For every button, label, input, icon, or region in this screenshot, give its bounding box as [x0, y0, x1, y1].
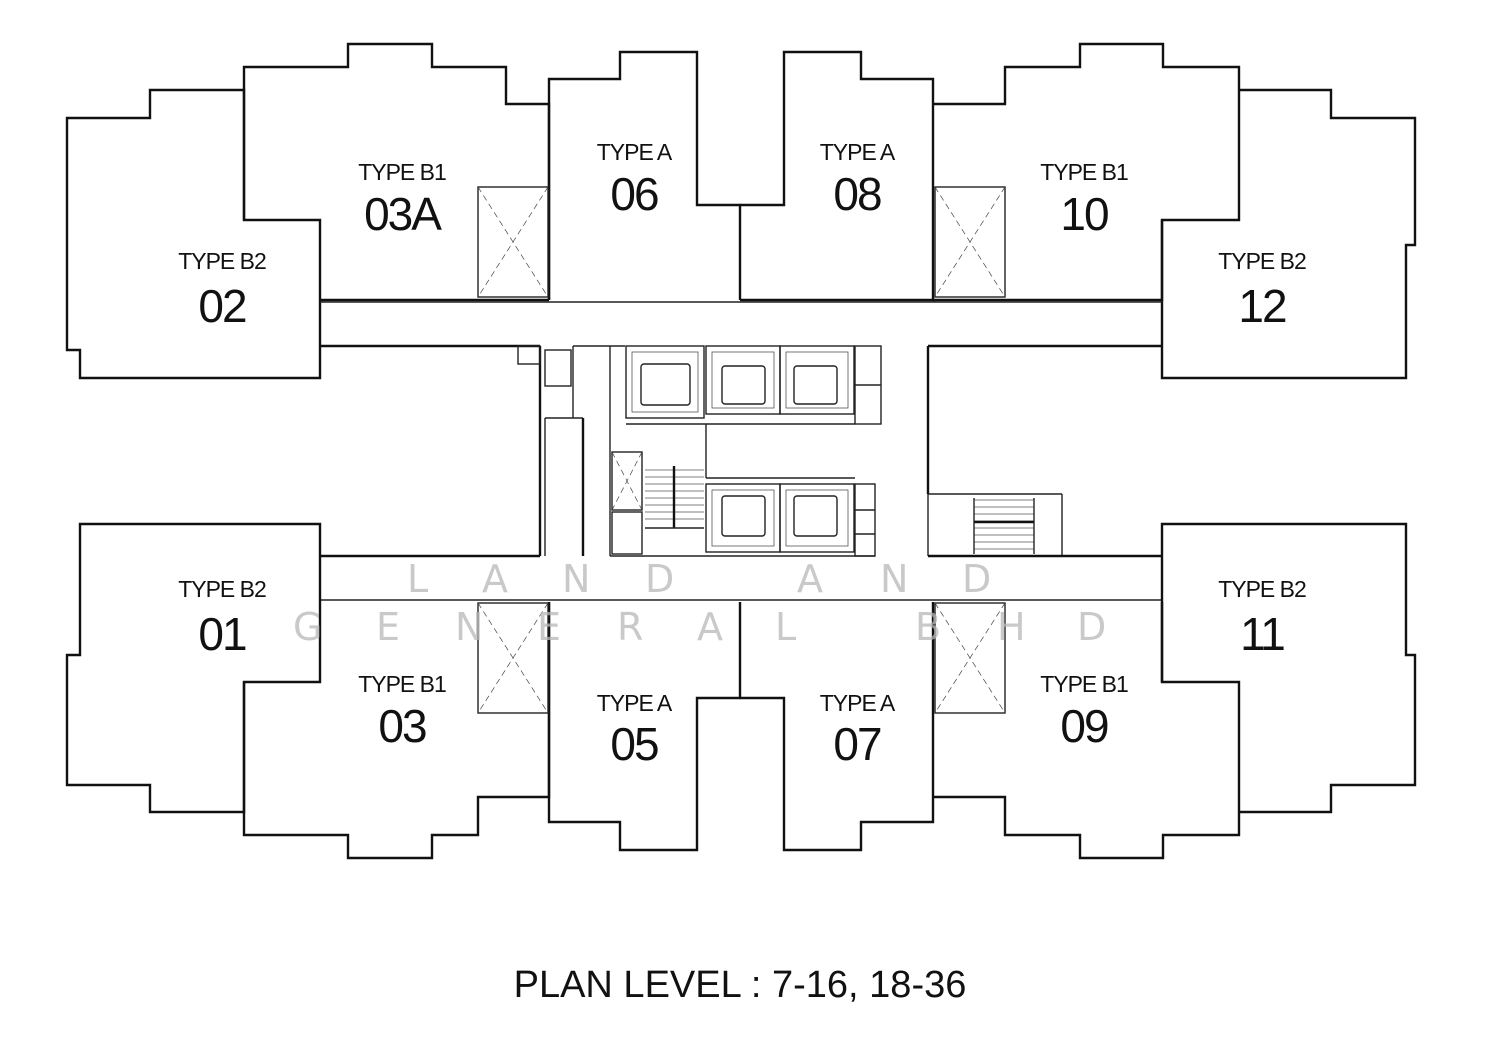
unit-type-label: TYPE A — [820, 690, 896, 716]
watermark-letter: L — [407, 557, 428, 601]
stair-left — [645, 466, 704, 529]
unit-08-outline — [740, 50, 935, 302]
corridor-bottom — [320, 554, 1162, 601]
watermark-letter: B — [915, 605, 941, 649]
unit-01-label: TYPE B2 01 — [178, 576, 267, 660]
watermark-letter: N — [880, 557, 908, 601]
watermark-letter: A — [797, 557, 823, 601]
unit-type-label: TYPE B2 — [1218, 576, 1306, 602]
unit-02-label: TYPE B2 02 — [178, 248, 267, 332]
unit-03-outline — [242, 602, 551, 860]
unit-09-outline — [933, 602, 1241, 860]
unit-10-label: TYPE B1 10 — [1040, 159, 1129, 240]
watermark: L A N D A N D G E N E R A L B H D — [293, 557, 1106, 649]
unit-type-label: TYPE B2 — [178, 248, 266, 274]
unit-05-outline — [547, 602, 742, 852]
plan-level-caption: PLAN LEVEL : 7-16, 18-36 — [514, 964, 967, 1006]
void-bottom-left — [477, 602, 549, 714]
watermark-letter: A — [482, 557, 508, 601]
unit-number: 03 — [378, 700, 426, 752]
watermark-letter: D — [1077, 605, 1106, 649]
unit-number: 12 — [1238, 280, 1286, 332]
unit-number: 01 — [198, 608, 246, 660]
unit-type-label: TYPE A — [597, 139, 673, 165]
unit-type-label: TYPE A — [820, 139, 896, 165]
unit-type-label: TYPE B2 — [178, 576, 266, 602]
unit-number: 07 — [833, 718, 881, 770]
stair-right — [973, 498, 1035, 554]
void-bottom-right — [934, 602, 1006, 714]
watermark-letter: L — [775, 605, 796, 649]
unit-12-outline — [1160, 88, 1417, 380]
unit-11-outline — [1160, 522, 1417, 814]
unit-05-label: TYPE A 05 — [597, 690, 674, 770]
unit-08-label: TYPE A 08 — [820, 139, 897, 220]
unit-type-label: TYPE B2 — [1218, 248, 1306, 274]
watermark-letter: G — [293, 605, 322, 649]
unit-number: 10 — [1060, 188, 1108, 240]
unit-11-label: TYPE B2 11 — [1218, 576, 1307, 660]
unit-number: 06 — [610, 168, 658, 220]
void-top-left — [477, 186, 549, 298]
unit-type-label: TYPE B1 — [1040, 159, 1128, 185]
unit-02-outline — [65, 88, 322, 380]
corridor-top — [320, 301, 1162, 348]
unit-06-label: TYPE A 06 — [597, 139, 674, 220]
void-top-right — [934, 186, 1006, 298]
watermark-letter: N — [455, 605, 483, 649]
unit-number: 03A — [364, 188, 442, 240]
watermark-letter: D — [962, 557, 991, 601]
unit-07-outline — [740, 602, 935, 852]
watermark-letter: E — [537, 605, 561, 649]
unit-12-label: TYPE B2 12 — [1218, 248, 1307, 332]
unit-number: 02 — [198, 280, 246, 332]
unit-type-label: TYPE B1 — [358, 671, 446, 697]
watermark-letter: N — [562, 557, 590, 601]
watermark-letter: R — [617, 605, 643, 649]
watermark-letter: D — [645, 557, 674, 601]
unit-06-outline — [547, 50, 742, 300]
watermark-letter: E — [376, 605, 400, 649]
unit-09-label: TYPE B1 09 — [1040, 671, 1129, 752]
unit-03a-label: TYPE B1 03A — [358, 159, 447, 240]
unit-07-label: TYPE A 07 — [820, 690, 897, 770]
unit-type-label: TYPE B1 — [358, 159, 446, 185]
unit-number: 08 — [833, 168, 881, 220]
unit-type-label: TYPE B1 — [1040, 671, 1128, 697]
unit-number: 05 — [610, 718, 658, 770]
unit-01-outline — [65, 522, 322, 814]
unit-03a-outline — [242, 42, 551, 302]
unit-number: 11 — [1240, 608, 1284, 660]
watermark-letter: H — [997, 605, 1026, 649]
unit-number: 09 — [1060, 700, 1108, 752]
building-core — [517, 345, 1063, 557]
unit-type-label: TYPE A — [597, 690, 673, 716]
unit-03-label: TYPE B1 03 — [358, 671, 447, 752]
watermark-letter: A — [697, 605, 723, 649]
